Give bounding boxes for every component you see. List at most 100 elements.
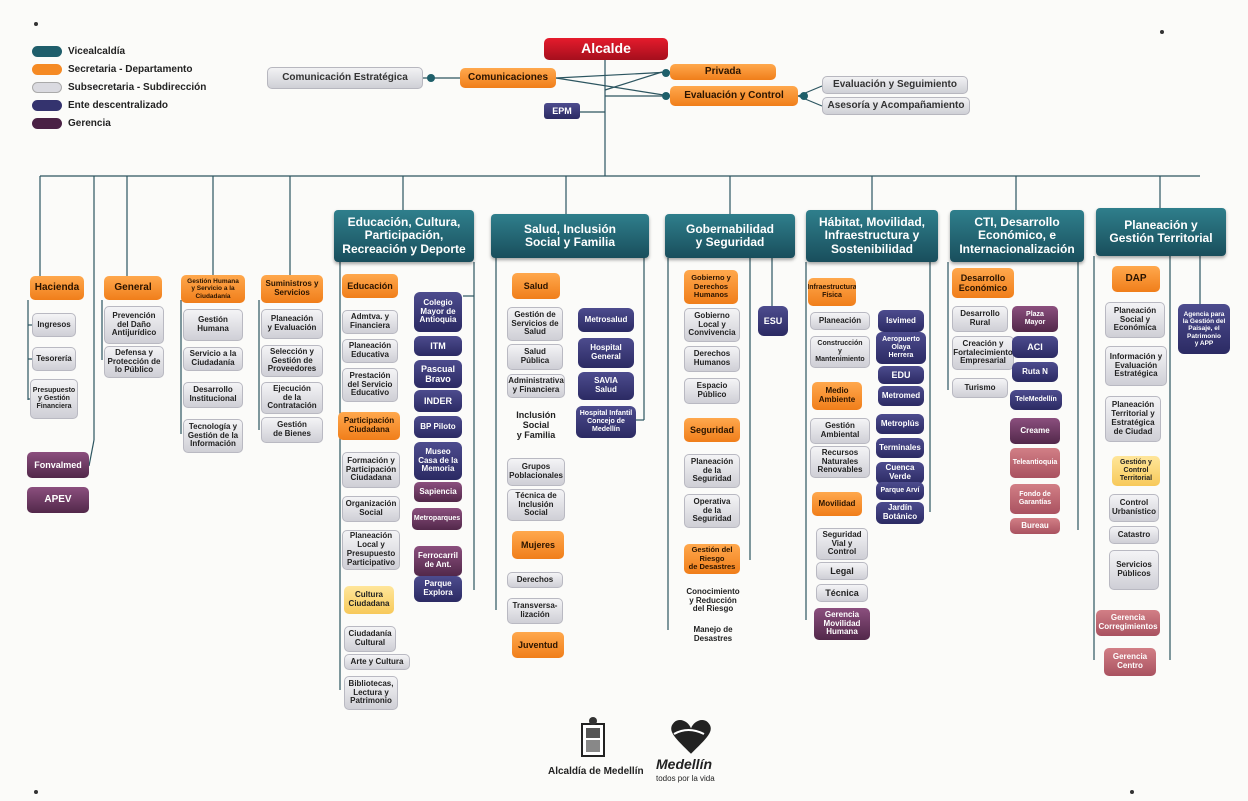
node-ente[interactable]: Terminales	[876, 438, 924, 458]
node-asesoria[interactable]: Asesoría y Acompañamiento	[822, 97, 970, 115]
node-epm[interactable]: EPM	[544, 103, 580, 119]
node-comunicaciones[interactable]: Comunicaciones	[460, 68, 556, 88]
node-hacienda[interactable]: Hacienda	[30, 276, 84, 300]
node-ente[interactable]: Cuenca Verde	[876, 462, 924, 484]
node-salud[interactable]: Salud	[512, 273, 560, 299]
node-desarrollo-rural[interactable]: Desarrollo Rural	[952, 306, 1008, 332]
node-apev[interactable]: APEV	[27, 487, 89, 513]
node-ente[interactable]: BP Piloto	[414, 416, 462, 438]
node-operativa[interactable]: Operativa de la Seguridad	[684, 494, 740, 528]
node-ente[interactable]: Ruta N	[1012, 362, 1058, 382]
node-ente[interactable]: Hospital Infantil Concejo de Medellín	[576, 406, 636, 438]
node-derechos[interactable]: Derechos	[507, 572, 563, 588]
node-planeacion-hab[interactable]: Planeación	[810, 312, 870, 330]
node-ente[interactable]: Teleantioquia	[1010, 448, 1060, 478]
node-transversalizacion[interactable]: Transversa- lización	[507, 598, 563, 624]
node-desarrollo-institucional[interactable]: Desarrollo Institucional	[183, 382, 243, 408]
node-arte[interactable]: Arte y Cultura	[344, 654, 410, 670]
node-organizacion[interactable]: Organización Social	[342, 496, 400, 522]
node-tecnologia[interactable]: Tecnología y Gestión de la Información	[183, 419, 243, 453]
node-ente[interactable]: SAVIA Salud	[578, 372, 634, 400]
node-creacion[interactable]: Creación y Fortalecimiento Empresarial	[952, 336, 1014, 370]
node-desarrollo-economico[interactable]: Desarrollo Económico	[952, 268, 1014, 298]
node-ente[interactable]: Parque Arví	[876, 482, 924, 500]
node-ente[interactable]: Bureau	[1010, 518, 1060, 534]
node-legal[interactable]: Legal	[816, 562, 868, 580]
node-gestion-control[interactable]: Gestión y Control Territorial	[1112, 456, 1160, 486]
node-gestion-humana[interactable]: Gestión Humana	[183, 309, 243, 341]
vice-cti[interactable]: CTI, Desarrollo Económico, e Internacion…	[950, 210, 1084, 262]
node-medio-ambiente[interactable]: Medio Ambiente	[812, 382, 862, 410]
node-participacion[interactable]: Participación Ciudadana	[338, 412, 400, 440]
node-alcalde[interactable]: Alcalde	[544, 38, 668, 60]
node-ente[interactable]: Isvimed	[878, 310, 924, 332]
node-presupuesto[interactable]: Presupuesto y Gestión Financiera	[30, 379, 78, 419]
node-conocimiento[interactable]: Conocimiento y Reducción del Riesgo	[686, 586, 740, 614]
node-derechos-humanos[interactable]: Derechos Humanos	[684, 346, 740, 372]
node-informacion[interactable]: Información y Evaluación Estratégica	[1105, 346, 1167, 386]
node-planeacion-seguridad[interactable]: Planeación de la Seguridad	[684, 454, 740, 488]
node-ente[interactable]: Museo Casa de la Memoria	[414, 442, 462, 480]
node-planeacion-territorial[interactable]: Planeación Territorial y Estratégica de …	[1105, 396, 1161, 442]
node-bienes[interactable]: Gestión de Bienes	[261, 417, 323, 443]
node-fonvalmed[interactable]: Fonvalmed	[27, 452, 89, 478]
node-planeacion-social[interactable]: Planeación Social y Económica	[1105, 302, 1165, 338]
node-planeacion-local[interactable]: Planeación Local y Presupuesto Participa…	[342, 530, 400, 570]
vice-gobernabilidad[interactable]: Gobernabilidad y Seguridad	[665, 214, 795, 258]
node-planeacion-educativa[interactable]: Planeación Educativa	[342, 339, 398, 363]
node-tecnica-hab[interactable]: Técnica	[816, 584, 868, 602]
node-gestion-humana-sec[interactable]: Gestión Humana y Servicio a la Ciudadaní…	[181, 275, 245, 303]
node-agencia[interactable]: Agencia para la Gestión del Paisaje, el …	[1178, 304, 1230, 354]
node-servicio-ciudadania[interactable]: Servicio a la Ciudadanía	[183, 347, 243, 371]
node-ingresos[interactable]: Ingresos	[32, 313, 76, 337]
node-gestion-servicios[interactable]: Gestión de Servicios de Salud	[507, 307, 563, 341]
node-ente[interactable]: INDER	[414, 390, 462, 412]
node-ente[interactable]: Metroplús	[876, 414, 924, 434]
node-ciudadania-cultural[interactable]: Ciudadanía Cultural	[344, 626, 396, 652]
node-manejo[interactable]: Manejo de Desastres	[693, 625, 733, 643]
node-seguridad[interactable]: Seguridad	[684, 418, 740, 442]
node-grupos[interactable]: Grupos Poblacionales	[507, 458, 565, 486]
node-seleccion[interactable]: Selección y Gestión de Proveedores	[261, 345, 323, 377]
node-servicios-publicos[interactable]: Servicios Públicos	[1109, 550, 1159, 590]
node-cultura[interactable]: Cultura Ciudadana	[344, 586, 394, 614]
node-privada[interactable]: Privada	[670, 64, 776, 80]
node-dap[interactable]: DAP	[1112, 266, 1160, 292]
node-ente[interactable]: Colegio Mayor de Antioquia	[414, 292, 462, 332]
node-ente[interactable]: Plaza Mayor	[1012, 306, 1058, 332]
node-ente[interactable]: Metrosalud	[578, 308, 634, 332]
node-tesoreria[interactable]: Tesorería	[32, 347, 76, 371]
node-control-urbanistico[interactable]: Control Urbanístico	[1109, 494, 1159, 522]
node-riesgo[interactable]: Gestión del Riesgo de Desastres	[684, 544, 740, 574]
node-salud-publica[interactable]: Salud Pública	[507, 344, 563, 370]
node-gerencia-centro[interactable]: Gerencia Centro	[1104, 648, 1156, 676]
node-admin-financiera[interactable]: Administrativa y Financiera	[507, 374, 565, 398]
node-gerencia-movilidad[interactable]: Gerencia Movilidad Humana	[814, 608, 870, 640]
node-ente[interactable]: Jardín Botánico	[876, 502, 924, 524]
node-gestion-ambiental[interactable]: Gestión Ambiental	[810, 418, 870, 444]
node-ente[interactable]: Hospital General	[578, 338, 634, 368]
node-movilidad[interactable]: Movilidad	[812, 492, 862, 516]
node-espacio-publico[interactable]: Espacio Público	[684, 378, 740, 404]
node-ente[interactable]: Metroparques	[412, 508, 462, 530]
node-ente[interactable]: Pascual Bravo	[414, 360, 462, 388]
node-catastro[interactable]: Catastro	[1109, 526, 1159, 544]
node-recursos[interactable]: Recursos Naturales Renovables	[810, 446, 870, 478]
vice-salud[interactable]: Salud, Inclusión Social y Familia	[491, 214, 649, 258]
node-inclusion[interactable]: Inclusión Social y Familia	[516, 410, 556, 440]
node-bibliotecas[interactable]: Bibliotecas, Lectura y Patrimonio	[344, 676, 398, 710]
node-prevencion[interactable]: Prevención del Daño Antijurídico	[104, 306, 164, 344]
node-ente[interactable]: Aeropuerto Olaya Herrera	[876, 332, 926, 364]
node-planeacion-evaluacion[interactable]: Planeación y Evaluación	[261, 309, 323, 339]
node-ejecucion[interactable]: Ejecución de la Contratación	[261, 382, 323, 414]
vice-habitat[interactable]: Hábitat, Movilidad, Infraestructura y So…	[806, 210, 938, 262]
node-gerencia-corregimientos[interactable]: Gerencia Corregimientos	[1096, 610, 1160, 636]
node-tecnica-inclusion[interactable]: Técnica de Inclusión Social	[507, 489, 565, 521]
vice-educacion[interactable]: Educación, Cultura, Participación, Recre…	[334, 210, 474, 262]
node-esu[interactable]: ESU	[758, 306, 788, 336]
node-evaluacion-seguimiento[interactable]: Evaluación y Seguimiento	[822, 76, 968, 94]
node-evaluacion-control[interactable]: Evaluación y Control	[670, 86, 798, 106]
node-general[interactable]: General	[104, 276, 162, 300]
node-formacion[interactable]: Formación y Participación Ciudadana	[342, 452, 400, 488]
node-ente[interactable]: EDU	[878, 366, 924, 384]
